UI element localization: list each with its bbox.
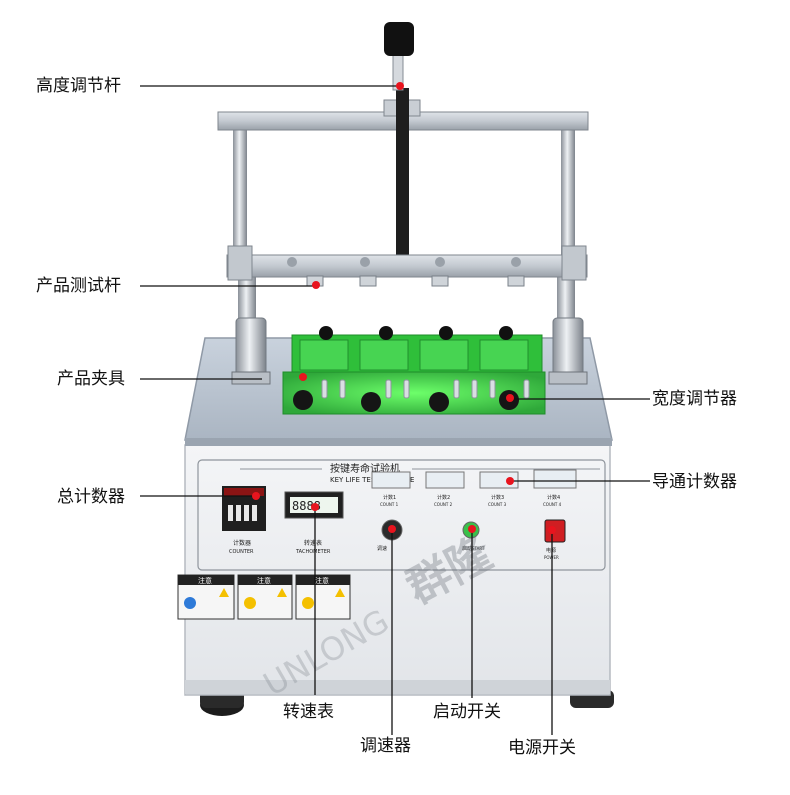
control-panel bbox=[197, 459, 606, 571]
count-label-en-4: COUNT 4 bbox=[543, 502, 562, 507]
marker-height-rod bbox=[396, 82, 404, 90]
product-fixture-group bbox=[282, 326, 546, 415]
callout-height-rod: 高度调节杆 bbox=[36, 76, 121, 96]
callout-test-rod: 产品测试杆 bbox=[36, 276, 121, 296]
marker-width-adjuster bbox=[506, 394, 514, 402]
width-knob-1[interactable] bbox=[293, 390, 313, 410]
count-label-en-1: COUNT 1 bbox=[380, 502, 399, 507]
marker-conduction-counter bbox=[506, 477, 514, 485]
callout-lines bbox=[140, 85, 650, 735]
warning-labels bbox=[177, 574, 351, 620]
marker-total-counter bbox=[252, 492, 260, 500]
left-rod-support bbox=[235, 317, 267, 381]
marker-fixture bbox=[299, 373, 307, 381]
callout-total-counter: 总计数器 bbox=[57, 487, 125, 507]
count-label-4: 计数4 bbox=[547, 494, 560, 501]
marker-start-switch bbox=[468, 525, 476, 533]
width-knob-2[interactable] bbox=[361, 392, 381, 412]
start-label: 启动 bbox=[462, 545, 472, 552]
width-knob-3[interactable] bbox=[429, 392, 449, 412]
counter-label: 计数器 bbox=[233, 539, 251, 547]
right-rod-support bbox=[552, 317, 584, 381]
callout-fixture: 产品夹具 bbox=[57, 369, 125, 389]
warning-header-3: 注意 bbox=[315, 576, 329, 585]
callout-speed-controller: 调速器 bbox=[360, 736, 411, 756]
height-adjust-handle[interactable] bbox=[384, 22, 414, 56]
callout-start-switch: 启动开关 bbox=[433, 702, 501, 722]
marker-tachometer bbox=[311, 503, 319, 511]
callout-markers bbox=[252, 82, 556, 534]
speed-label: 调速 bbox=[377, 545, 387, 552]
right-lower-rod bbox=[557, 275, 575, 320]
callout-width-adjuster: 宽度调节器 bbox=[652, 389, 737, 409]
top-plate-edge bbox=[185, 438, 612, 446]
test-rod-beam bbox=[226, 254, 588, 278]
marker-test-rod bbox=[312, 281, 320, 289]
callout-tachometer: 转速表 bbox=[283, 702, 334, 722]
counter-label-en: COUNTER bbox=[229, 549, 254, 555]
count-label-1: 计数1 bbox=[383, 494, 396, 501]
warning-header-2: 注意 bbox=[257, 576, 271, 585]
marker-power-switch bbox=[548, 526, 556, 534]
height-adjust-rod[interactable] bbox=[396, 88, 409, 258]
count-label-en-3: COUNT 3 bbox=[488, 502, 507, 507]
tachometer-label-en: TACHOMETER bbox=[295, 549, 331, 555]
start-label-en: START bbox=[472, 546, 485, 551]
count-label-en-2: COUNT 2 bbox=[434, 502, 453, 507]
count-label-3: 计数3 bbox=[491, 494, 504, 501]
marker-speed-controller bbox=[388, 525, 396, 533]
left-lower-rod bbox=[238, 275, 256, 320]
callout-conduction-counter: 导通计数器 bbox=[652, 472, 737, 492]
count-label-2: 计数2 bbox=[437, 494, 450, 501]
machine-base-shadow bbox=[185, 680, 610, 694]
left-upper-rod bbox=[233, 125, 247, 255]
warning-header-1: 注意 bbox=[198, 576, 212, 585]
right-upper-rod bbox=[561, 125, 575, 255]
callout-power-switch: 电源开关 bbox=[508, 738, 576, 758]
tachometer-label: 转速表 bbox=[304, 539, 322, 547]
power-label: 电源 bbox=[546, 547, 556, 554]
